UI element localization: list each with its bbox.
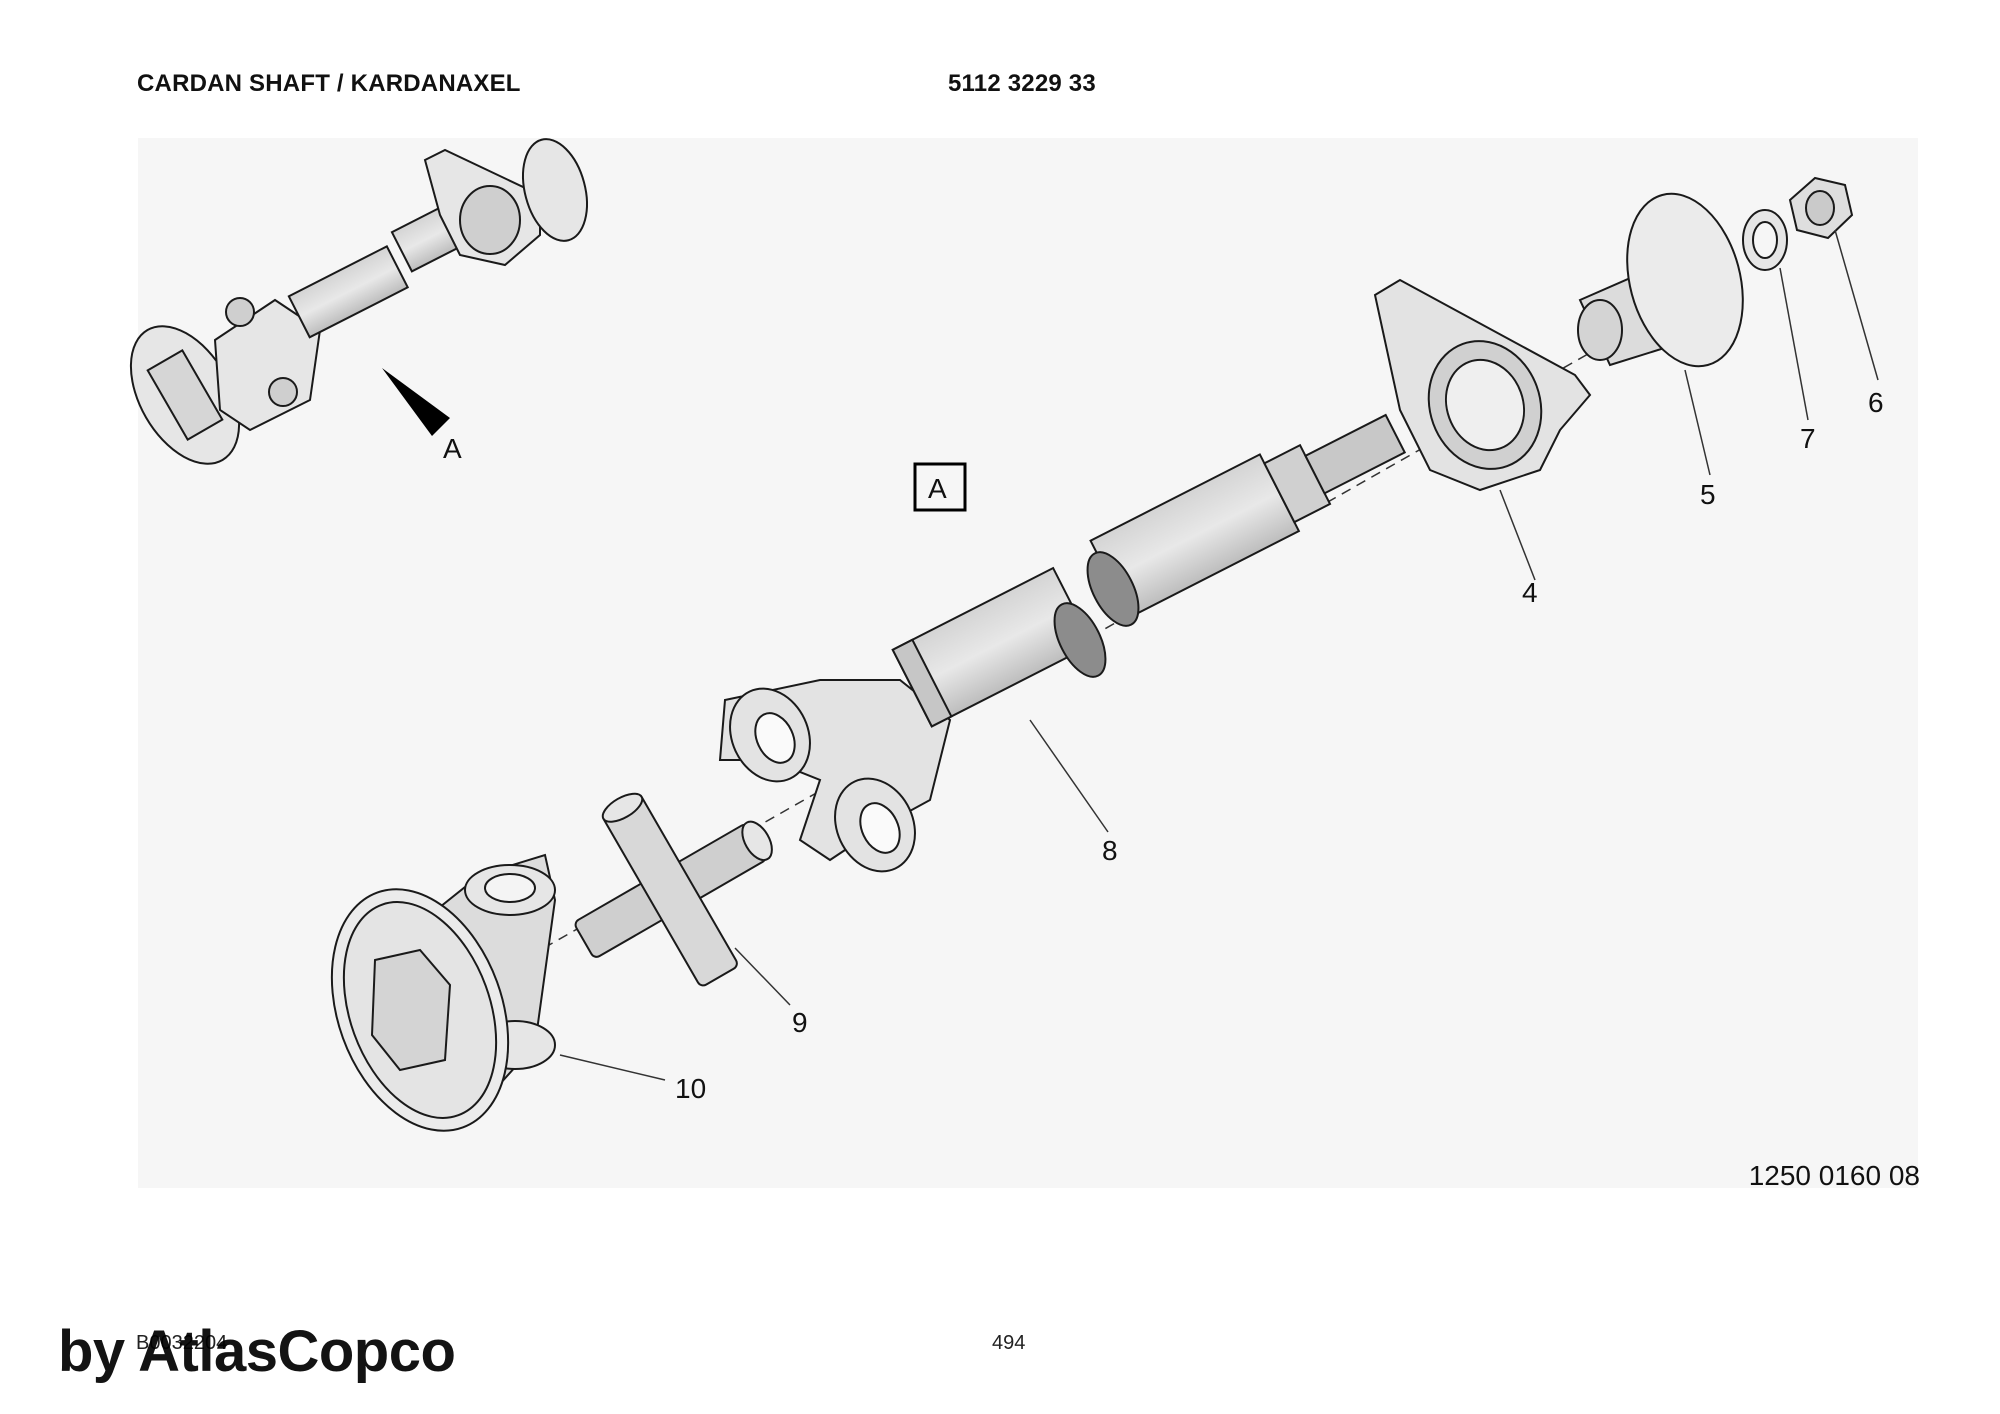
washer bbox=[1742, 209, 1788, 271]
splined-shaft bbox=[1086, 413, 1407, 627]
leader-lines bbox=[559, 229, 1879, 1081]
universal-joint-cross bbox=[574, 792, 773, 987]
callout-7: 7 bbox=[1800, 423, 1816, 454]
overview-assembly bbox=[129, 138, 588, 465]
nut bbox=[1788, 176, 1854, 240]
overview-tube bbox=[287, 245, 410, 339]
flange-yoke bbox=[330, 853, 557, 1132]
callout-8: 8 bbox=[1102, 835, 1118, 866]
page-title: CARDAN SHAFT / KARDANAXEL bbox=[137, 70, 521, 97]
callout-6: 6 bbox=[1868, 387, 1884, 418]
slip-yoke-tube bbox=[718, 566, 1107, 873]
detail-box bbox=[913, 462, 967, 512]
callout-10: 10 bbox=[675, 1073, 706, 1104]
companion-flange bbox=[1577, 192, 1744, 368]
part-number: 5112 3229 33 bbox=[948, 70, 1096, 97]
detail-box-label: A bbox=[928, 473, 947, 504]
center-bearing-bracket bbox=[1373, 278, 1592, 492]
view-arrow bbox=[382, 368, 450, 436]
overview-rear-flange bbox=[522, 138, 588, 242]
callout-9: 9 bbox=[792, 1007, 808, 1038]
callout-4: 4 bbox=[1522, 577, 1538, 608]
callout-5: 5 bbox=[1700, 479, 1716, 510]
doc-code: B0032204 bbox=[136, 1332, 228, 1354]
drawing-number: 1250 0160 08 bbox=[1748, 1160, 1920, 1191]
view-arrow-label: A bbox=[443, 433, 462, 464]
page-number: 494 bbox=[992, 1332, 1026, 1354]
